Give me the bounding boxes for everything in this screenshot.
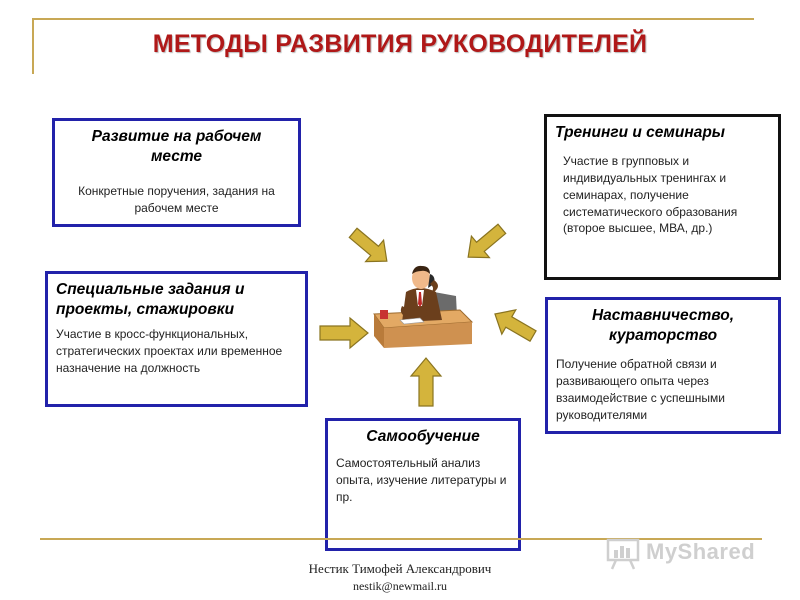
box-mentoring-text: Получение обратной связи и развивающего …: [556, 357, 725, 422]
presentation-board-icon: [606, 538, 640, 570]
title-frame-top-line: [32, 18, 754, 20]
box-special-assignments: Специальные задания и проекты, стажировк…: [45, 271, 308, 407]
box-special-title: Специальные задания и проекты, стажировк…: [56, 281, 245, 319]
arrow-from-mentoring-icon: [494, 309, 537, 343]
title-frame-left-line: [32, 18, 34, 74]
box-special-text: Участие в кросс-функциональных, стратеги…: [56, 327, 283, 375]
box-self-study: Самообучение Самостоятельный анализ опыт…: [325, 418, 521, 551]
box-workplace-development: Развитие на рабочем месте Конкретные пор…: [52, 118, 301, 227]
box-trainings-title: Тренинги и семинары: [555, 124, 726, 141]
bottom-rule: [40, 538, 762, 540]
arrow-from-special-icon: [319, 316, 369, 350]
box-workplace-title: Развитие на рабочем месте: [91, 128, 262, 166]
box-mentoring: Наставничество, кураторство Получение об…: [545, 297, 781, 434]
footer-email: nestik@newmail.ru: [352, 579, 448, 593]
watermark-logo: MyShared: [606, 536, 755, 575]
box-trainings-seminars: Тренинги и семинары Участие в групповых …: [544, 114, 781, 280]
arrow-from-workplace-icon: [348, 227, 388, 263]
arrow-from-trainings-icon: [467, 223, 507, 259]
arrow-from-selfstudy-icon: [409, 357, 443, 407]
box-mentoring-title: Наставничество, кураторство: [591, 307, 735, 345]
box-trainings-text: Участие в групповых и индивидуальных тре…: [563, 154, 738, 236]
footer-author: Нестик Тимофей Александрович: [308, 561, 492, 576]
watermark-text: MyShared: [646, 539, 756, 564]
box-workplace-text: Конкретные поручения, задания на рабочем…: [78, 184, 275, 216]
box-selfstudy-text: Самостоятельный анализ опыта, изучение л…: [336, 456, 507, 504]
slide-title: МЕТОДЫ РАЗВИТИЯ РУКОВОДИТЕЛЕЙ: [152, 30, 648, 58]
box-selfstudy-title: Самообучение: [366, 428, 480, 445]
businessman-on-phone-icon: [373, 265, 474, 348]
